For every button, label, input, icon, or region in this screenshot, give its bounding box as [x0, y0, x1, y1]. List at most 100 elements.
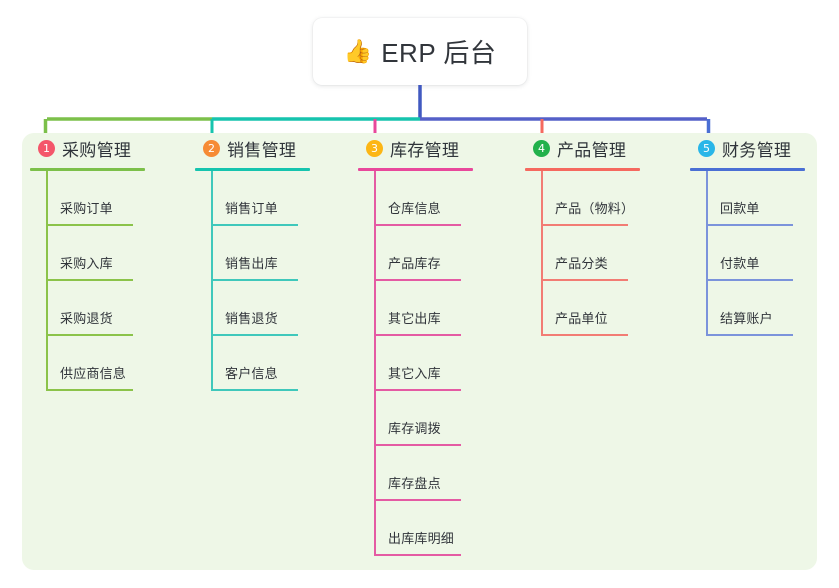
column-number-badge: 3	[366, 139, 383, 157]
module-item-underline	[706, 279, 793, 281]
column-underline	[195, 168, 310, 171]
column-header[interactable]: 2 销售管理	[195, 133, 310, 163]
module-item-label: 采购入库	[60, 256, 113, 271]
column-header[interactable]: 4 产品管理	[525, 133, 640, 163]
module-item-underline	[706, 334, 793, 336]
module-item-label: 其它出库	[388, 311, 441, 326]
module-item[interactable]: 付款单	[690, 226, 805, 281]
module-item-label: 客户信息	[225, 366, 278, 381]
module-item-label: 产品（物料）	[555, 201, 635, 216]
module-item-underline	[46, 389, 133, 391]
tree-spine	[374, 171, 376, 556]
module-item[interactable]: 销售订单	[195, 171, 310, 226]
module-item[interactable]: 采购订单	[30, 171, 145, 226]
column-header[interactable]: 1 采购管理	[30, 133, 145, 163]
module-item-underline	[706, 224, 793, 226]
column-title: 财务管理	[722, 140, 792, 160]
module-item-underline	[374, 389, 461, 391]
modules-panel: 1 采购管理采购订单采购入库采购退货供应商信息 2 销售管理销售订单销售出库销售退货客…	[22, 133, 817, 570]
column-number-badge: 4	[533, 139, 550, 157]
module-item-underline	[211, 334, 298, 336]
module-item[interactable]: 其它出库	[358, 281, 473, 336]
module-item[interactable]: 产品分类	[525, 226, 640, 281]
module-item[interactable]: 其它入库	[358, 336, 473, 391]
module-column-3: 3 库存管理仓库信息产品库存其它出库其它入库库存调拨库存盘点出库库明细	[358, 133, 473, 556]
module-item-label: 出库库明细	[388, 531, 455, 546]
module-item[interactable]: 结算账户	[690, 281, 805, 336]
module-item[interactable]: 销售退货	[195, 281, 310, 336]
module-item-label: 仓库信息	[388, 201, 441, 216]
module-item-label: 库存调拨	[388, 421, 441, 436]
module-item-underline	[211, 279, 298, 281]
column-title: 产品管理	[557, 140, 627, 160]
column-title: 库存管理	[390, 140, 460, 160]
module-item[interactable]: 采购入库	[30, 226, 145, 281]
module-item-underline	[374, 279, 461, 281]
module-item-label: 供应商信息	[60, 366, 127, 381]
module-item-label: 库存盘点	[388, 476, 441, 491]
module-item-underline	[374, 499, 461, 501]
module-column-5: 5 财务管理回款单付款单结算账户	[690, 133, 805, 336]
module-item-label: 产品单位	[555, 311, 608, 326]
module-item-label: 销售出库	[225, 256, 278, 271]
module-item[interactable]: 产品库存	[358, 226, 473, 281]
module-item[interactable]: 仓库信息	[358, 171, 473, 226]
module-item[interactable]: 库存盘点	[358, 446, 473, 501]
module-item-underline	[541, 224, 628, 226]
module-item[interactable]: 产品（物料）	[525, 171, 640, 226]
module-item-underline	[46, 279, 133, 281]
module-item-underline	[541, 279, 628, 281]
root-title-card[interactable]: 👍 ERP 后台	[313, 18, 527, 85]
module-item-label: 其它入库	[388, 366, 441, 381]
module-column-4: 4 产品管理产品（物料） 产品分类产品单位	[525, 133, 640, 336]
column-title: 销售管理	[227, 140, 297, 160]
column-header[interactable]: 5 财务管理	[690, 133, 805, 163]
module-item-label: 结算账户	[720, 311, 773, 326]
module-item[interactable]: 产品单位	[525, 281, 640, 336]
module-item-underline	[374, 554, 461, 556]
module-item-label: 付款单	[720, 256, 760, 271]
module-column-1: 1 采购管理采购订单采购入库采购退货供应商信息	[30, 133, 145, 391]
module-item[interactable]: 采购退货	[30, 281, 145, 336]
column-number-badge: 1	[38, 139, 55, 157]
module-item-underline	[541, 334, 628, 336]
module-item[interactable]: 出库库明细	[358, 501, 473, 556]
tree-spine	[46, 171, 48, 391]
column-underline	[30, 168, 145, 171]
module-item-label: 采购订单	[60, 201, 113, 216]
module-item-underline	[46, 334, 133, 336]
module-item-underline	[374, 444, 461, 446]
module-item-underline	[211, 389, 298, 391]
column-number-badge: 2	[203, 139, 220, 157]
column-underline	[690, 168, 805, 171]
column-item-list: 销售订单销售出库销售退货客户信息	[195, 171, 310, 391]
module-item[interactable]: 销售出库	[195, 226, 310, 281]
module-item-label: 采购退货	[60, 311, 113, 326]
column-header[interactable]: 3 库存管理	[358, 133, 473, 163]
module-item[interactable]: 回款单	[690, 171, 805, 226]
module-item-label: 销售退货	[225, 311, 278, 326]
module-item-underline	[374, 334, 461, 336]
module-item[interactable]: 客户信息	[195, 336, 310, 391]
module-item[interactable]: 库存调拨	[358, 391, 473, 446]
tree-spine	[211, 171, 213, 391]
module-column-2: 2 销售管理销售订单销售出库销售退货客户信息	[195, 133, 310, 391]
module-item-label: 销售订单	[225, 201, 278, 216]
column-item-list: 采购订单采购入库采购退货供应商信息	[30, 171, 145, 391]
column-item-list: 回款单付款单结算账户	[690, 171, 805, 336]
column-title: 采购管理	[62, 140, 132, 160]
module-item-underline	[46, 224, 133, 226]
column-underline	[525, 168, 640, 171]
module-item-label: 产品分类	[555, 256, 608, 271]
tree-spine	[541, 171, 543, 336]
module-item-label: 产品库存	[388, 256, 441, 271]
column-item-list: 产品（物料） 产品分类产品单位	[525, 171, 640, 336]
module-item-underline	[211, 224, 298, 226]
module-item[interactable]: 供应商信息	[30, 336, 145, 391]
column-number-badge: 5	[698, 139, 715, 157]
module-item-underline	[374, 224, 461, 226]
tree-spine	[706, 171, 708, 336]
column-underline	[358, 168, 473, 171]
page-title: ERP 后台	[381, 38, 497, 68]
column-item-list: 仓库信息产品库存其它出库其它入库库存调拨库存盘点出库库明细	[358, 171, 473, 556]
